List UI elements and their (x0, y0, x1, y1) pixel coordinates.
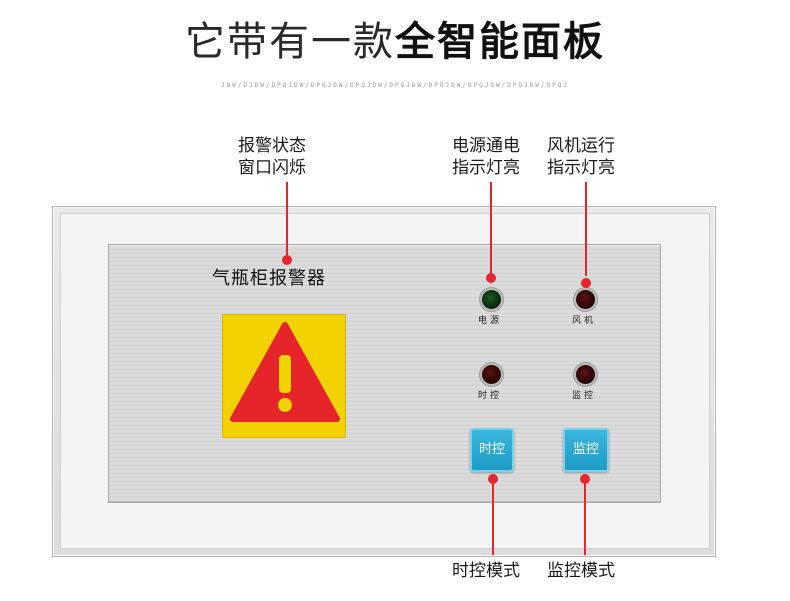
monitor-led-label: 监控 (572, 391, 597, 401)
timer-led-label: 时控 (478, 391, 503, 401)
panel-title: 气瓶柜报警器 (212, 268, 326, 289)
pointer-line-alarm (286, 182, 288, 258)
power-led (482, 290, 501, 309)
pointer-dot-power (486, 273, 496, 283)
pointer-dot-alarm (282, 255, 292, 265)
pointer-dot-timer (488, 474, 498, 484)
page-heading: 它带有一款全智能面板 (0, 14, 790, 70)
callout-power-indicator: 电源通电 指示灯亮 (452, 136, 520, 178)
callout-fan-indicator: 风机运行 指示灯亮 (547, 136, 615, 178)
timer-led (482, 365, 501, 384)
heading-bold: 全智能面板 (395, 19, 605, 65)
timer-mode-button[interactable]: 时控 (470, 428, 514, 472)
callout-timer-mode: 时控模式 (452, 561, 520, 581)
monitor-led (576, 365, 595, 384)
heading-subtitle: JDW/DJDW/DPQJDW/DPQJDW/DPQJDW/DPQJDW/DPQ… (221, 82, 569, 89)
heading-light: 它带有一款 (185, 19, 395, 65)
alarm-warning-window (222, 314, 346, 438)
pointer-line-timer (492, 479, 494, 555)
pointer-line-fan (585, 182, 587, 276)
pointer-line-monitor (584, 479, 586, 555)
fan-led-label: 风机 (572, 316, 597, 326)
callout-monitor-mode: 监控模式 (547, 561, 615, 581)
monitor-mode-button[interactable]: 监控 (563, 428, 609, 472)
warning-triangle-icon (230, 322, 340, 422)
pointer-dot-fan (581, 278, 591, 288)
pointer-dot-monitor (580, 474, 590, 484)
callout-alarm-window: 报警状态 窗口闪烁 (238, 136, 306, 178)
pointer-line-power (490, 182, 492, 276)
fan-led (576, 290, 595, 309)
power-led-label: 电源 (478, 316, 503, 326)
